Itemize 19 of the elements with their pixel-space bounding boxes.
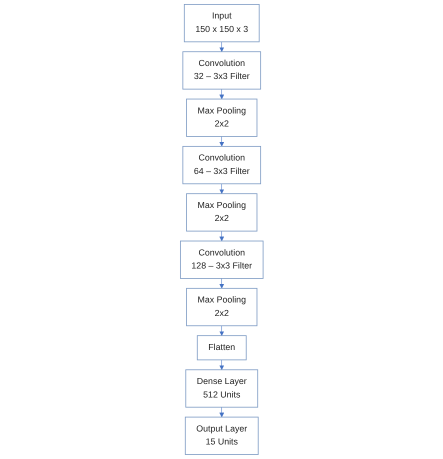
node-box: Flatten (196, 335, 246, 360)
node-box: Max Pooling 2x2 (186, 288, 258, 326)
node-box: Convolution 64 – 3x3 Filter (182, 146, 261, 184)
node-box: Dense Layer 512 Units (185, 369, 258, 408)
arrow (219, 326, 224, 336)
arrow (219, 42, 224, 52)
node-box: Output Layer 15 Units (184, 416, 258, 455)
arrow (219, 88, 224, 100)
arrow (219, 230, 224, 242)
node-box: Max Pooling 2x2 (186, 193, 258, 232)
arrow (219, 360, 224, 370)
node-box: Input 150 x 150 x 3 (184, 4, 260, 42)
node-box: Convolution 32 – 3x3 Filter (182, 51, 261, 90)
node-box: Max Pooling 2x2 (186, 98, 258, 137)
arrow (219, 136, 224, 147)
arrow (219, 406, 224, 418)
arrow (219, 184, 224, 194)
arrow (219, 278, 224, 289)
node-box: Convolution 128 – 3x3 Filter (180, 240, 264, 279)
